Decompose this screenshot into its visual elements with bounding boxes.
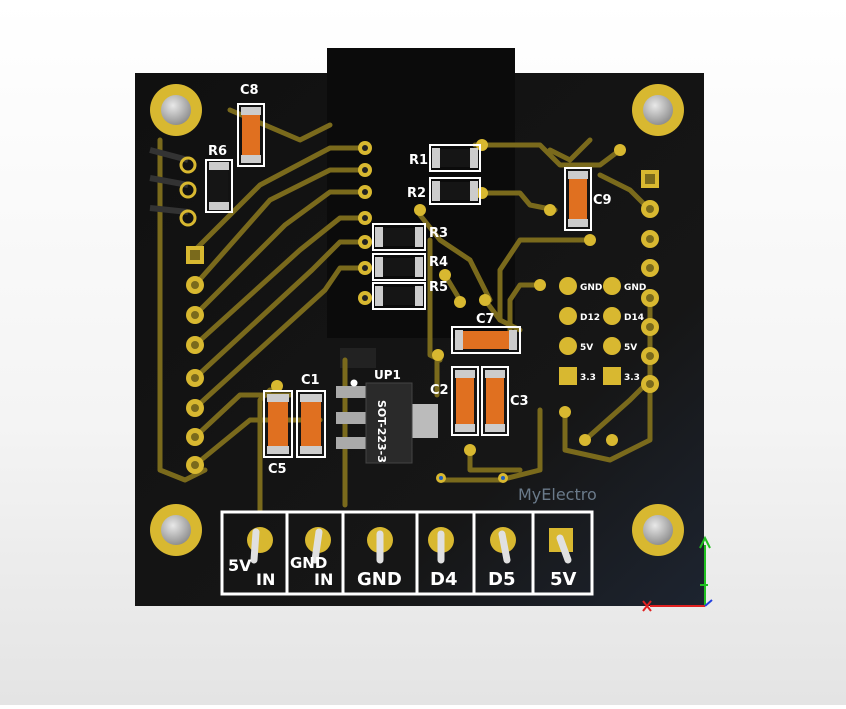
capacitor-c1: C1 bbox=[296, 373, 326, 458]
mounting-hole-br bbox=[632, 504, 684, 556]
terminal-label: D4 bbox=[430, 569, 457, 590]
mounting-holes bbox=[150, 84, 684, 556]
ref-label: R3 bbox=[429, 226, 448, 241]
terminal-sub: IN bbox=[314, 570, 333, 589]
transistor-pins bbox=[149, 147, 197, 227]
ref-label: UP1 bbox=[374, 368, 401, 382]
resistor-r3: R3 bbox=[372, 223, 448, 251]
left-header bbox=[186, 246, 204, 474]
mounting-hole-tl bbox=[150, 84, 202, 136]
terminal-5v: 5V bbox=[549, 528, 577, 590]
terminal-gnd: GND bbox=[357, 527, 402, 590]
terminal-5v-in: 5V IN bbox=[228, 527, 275, 589]
ref-label: C3 bbox=[510, 394, 529, 409]
axis-gizmo bbox=[642, 535, 713, 612]
pin-label-right: 5V bbox=[624, 343, 637, 353]
capacitors: C8 C9 C7 C2 C3 bbox=[237, 83, 612, 477]
pin-label-right: D14 bbox=[624, 313, 644, 323]
ref-label: C1 bbox=[301, 373, 320, 388]
capacitor-c3: C3 bbox=[481, 366, 529, 436]
pin-row-gnd: GND GND bbox=[559, 277, 646, 295]
package-label: SOT-223-3 bbox=[375, 400, 388, 463]
usb-pads bbox=[271, 139, 626, 456]
ref-label: C2 bbox=[430, 383, 449, 398]
pin-label-left: GND bbox=[580, 283, 602, 293]
ref-label: R6 bbox=[208, 144, 227, 159]
ref-label: R1 bbox=[409, 153, 428, 168]
ref-label: C9 bbox=[593, 193, 612, 208]
ref-label: C7 bbox=[476, 312, 495, 327]
capacitor-c5: C5 bbox=[263, 390, 293, 477]
capacitor-c2: C2 bbox=[430, 366, 479, 436]
ref-label: R4 bbox=[429, 255, 448, 270]
terminal-label: GND bbox=[357, 569, 402, 590]
terminal-d5: D5 bbox=[488, 527, 516, 590]
resistor-r5: R5 bbox=[372, 280, 448, 310]
pin-label-right: 3.3 bbox=[624, 373, 640, 383]
resistor-r2: R2 bbox=[407, 177, 481, 205]
copper-traces bbox=[157, 107, 653, 513]
pin-label-grid: GND GND D12 D14 5V 5V 3.3 3.3 bbox=[559, 277, 646, 385]
resistor-r4: R4 bbox=[372, 253, 448, 281]
terminal-label: 5V bbox=[228, 556, 252, 575]
pin-label-left: 3.3 bbox=[580, 373, 596, 383]
pin-label-left: D12 bbox=[580, 313, 600, 323]
terminal-sub: IN bbox=[256, 570, 275, 589]
mounting-hole-tr bbox=[632, 84, 684, 136]
pin-row-d12: D12 D14 bbox=[559, 307, 644, 325]
ref-label: C5 bbox=[268, 462, 287, 477]
resistor-r1: R1 bbox=[409, 144, 481, 172]
mounting-hole-bl bbox=[150, 504, 202, 556]
terminal-d4: D4 bbox=[428, 527, 457, 590]
pin-label-left: 5V bbox=[580, 343, 593, 353]
terminal-gnd-in: GND IN bbox=[290, 527, 333, 589]
ref-label: R2 bbox=[407, 186, 426, 201]
capacitor-c8: C8 bbox=[237, 83, 265, 167]
terminal-label: 5V bbox=[550, 569, 577, 590]
capacitor-c9: C9 bbox=[564, 167, 612, 231]
pin-label-right: GND bbox=[624, 283, 646, 293]
terminal-label: D5 bbox=[488, 569, 515, 590]
regulator-up1: UP1 SOT-223-3 bbox=[336, 368, 438, 464]
terminal-label: GND bbox=[290, 554, 327, 572]
capacitor-c7: C7 bbox=[451, 312, 521, 354]
pin-row-33: 3.3 3.3 bbox=[559, 367, 640, 385]
terminal-block: 5V IN GND IN GND D4 D5 5V bbox=[220, 510, 594, 596]
ref-label: R5 bbox=[429, 280, 448, 295]
right-header bbox=[641, 170, 659, 393]
resistor-r6: R6 bbox=[205, 144, 233, 213]
brand-label: MyElectro bbox=[518, 485, 597, 504]
connector-foot bbox=[340, 348, 376, 368]
ref-label: C8 bbox=[240, 83, 259, 98]
pin-row-5v: 5V 5V bbox=[559, 337, 637, 355]
resistors: R1 R2 R3 R4 R5 bbox=[205, 144, 481, 310]
